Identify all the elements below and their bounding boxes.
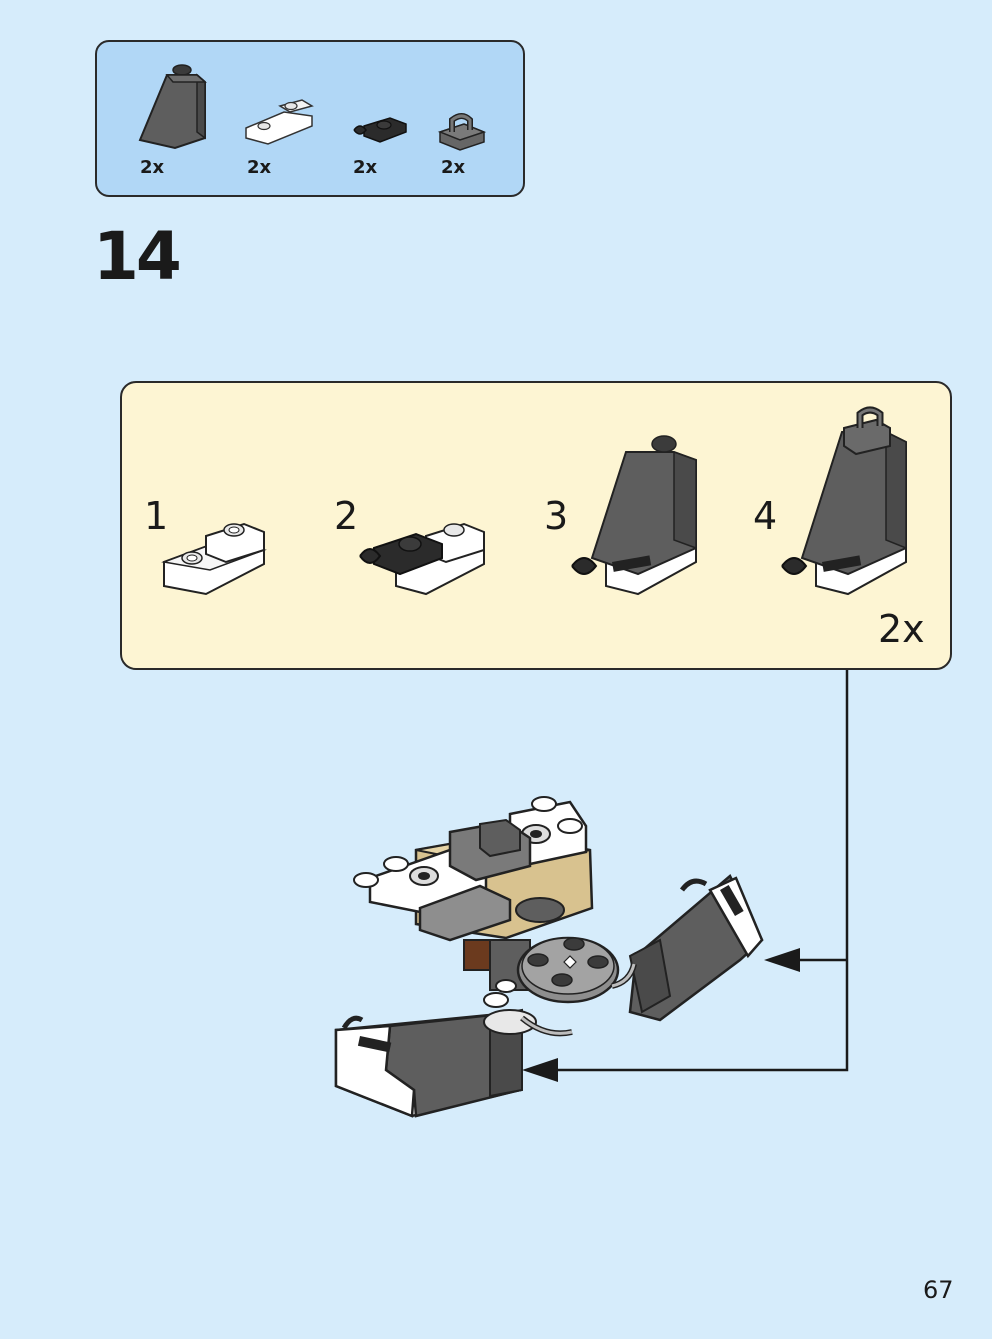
sub-step-number: 3 bbox=[544, 494, 569, 538]
sub-step-number: 2 bbox=[334, 494, 359, 538]
sub-step-number: 1 bbox=[144, 494, 169, 538]
part-quantity: 2x bbox=[247, 157, 272, 178]
part-quantity: 2x bbox=[353, 157, 378, 178]
step-number: 14 bbox=[93, 218, 182, 295]
sub-step-1-illustration bbox=[161, 522, 267, 596]
dark-grey-clip-tile-icon bbox=[437, 113, 487, 151]
white-inverted-curved-slope-icon bbox=[245, 99, 314, 145]
dark-grey-slope-brick-icon bbox=[138, 64, 207, 150]
black-clip-plate-icon bbox=[353, 117, 407, 143]
part-quantity: 2x bbox=[441, 157, 466, 178]
page-number: 67 bbox=[923, 1276, 954, 1304]
sub-step-2-illustration bbox=[359, 522, 485, 596]
sub-assembly-quantity: 2x bbox=[878, 607, 925, 651]
sub-step-number: 4 bbox=[753, 494, 778, 538]
model-illustration bbox=[334, 796, 764, 1118]
sub-step-4-illustration bbox=[781, 406, 907, 596]
sub-step-3-illustration bbox=[571, 435, 697, 596]
part-quantity: 2x bbox=[140, 157, 165, 178]
